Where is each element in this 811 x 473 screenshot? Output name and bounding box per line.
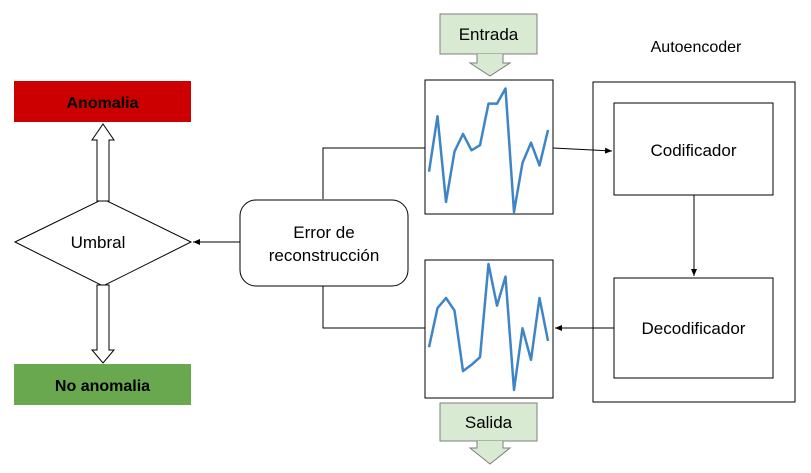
error-label-line2: reconstrucción bbox=[269, 246, 380, 265]
error-reconstruccion-box: Error de reconstrucción bbox=[239, 199, 409, 287]
output-signal-line bbox=[427, 262, 550, 392]
codificador-box: Codificador bbox=[613, 102, 774, 196]
codificador-label: Codificador bbox=[651, 141, 737, 160]
arrow-input-to-codificador bbox=[552, 147, 613, 154]
error-label-line1: Error de bbox=[293, 223, 354, 242]
entrada-block: Entrada bbox=[439, 13, 538, 77]
line-output-to-error bbox=[322, 286, 425, 329]
umbral-diamond: Umbral bbox=[13, 198, 193, 287]
arrow-umbral-to-anomalia bbox=[91, 123, 115, 202]
umbral-label: Umbral bbox=[71, 233, 126, 252]
line-input-to-error bbox=[322, 147, 425, 199]
input-signal-line bbox=[427, 87, 550, 214]
entrada-label: Entrada bbox=[459, 25, 519, 44]
decodificador-label: Decodificador bbox=[642, 319, 746, 338]
arrow-umbral-to-no-anomalia bbox=[90, 284, 116, 364]
input-signal-chart bbox=[424, 79, 554, 215]
salida-block: Salida bbox=[439, 402, 538, 465]
anomalia-label: Anomalia bbox=[66, 95, 138, 112]
output-signal-chart bbox=[424, 259, 554, 399]
no-anomalia-label: No anomalia bbox=[55, 378, 150, 395]
autoencoder-container: Autoencoder bbox=[592, 39, 796, 403]
decodificador-box: Decodificador bbox=[613, 277, 774, 379]
no-anomalia-box: No anomalia bbox=[14, 364, 191, 405]
salida-label: Salida bbox=[465, 413, 513, 432]
autoencoder-label: Autoencoder bbox=[651, 39, 742, 56]
anomalia-box: Anomalia bbox=[14, 81, 191, 122]
